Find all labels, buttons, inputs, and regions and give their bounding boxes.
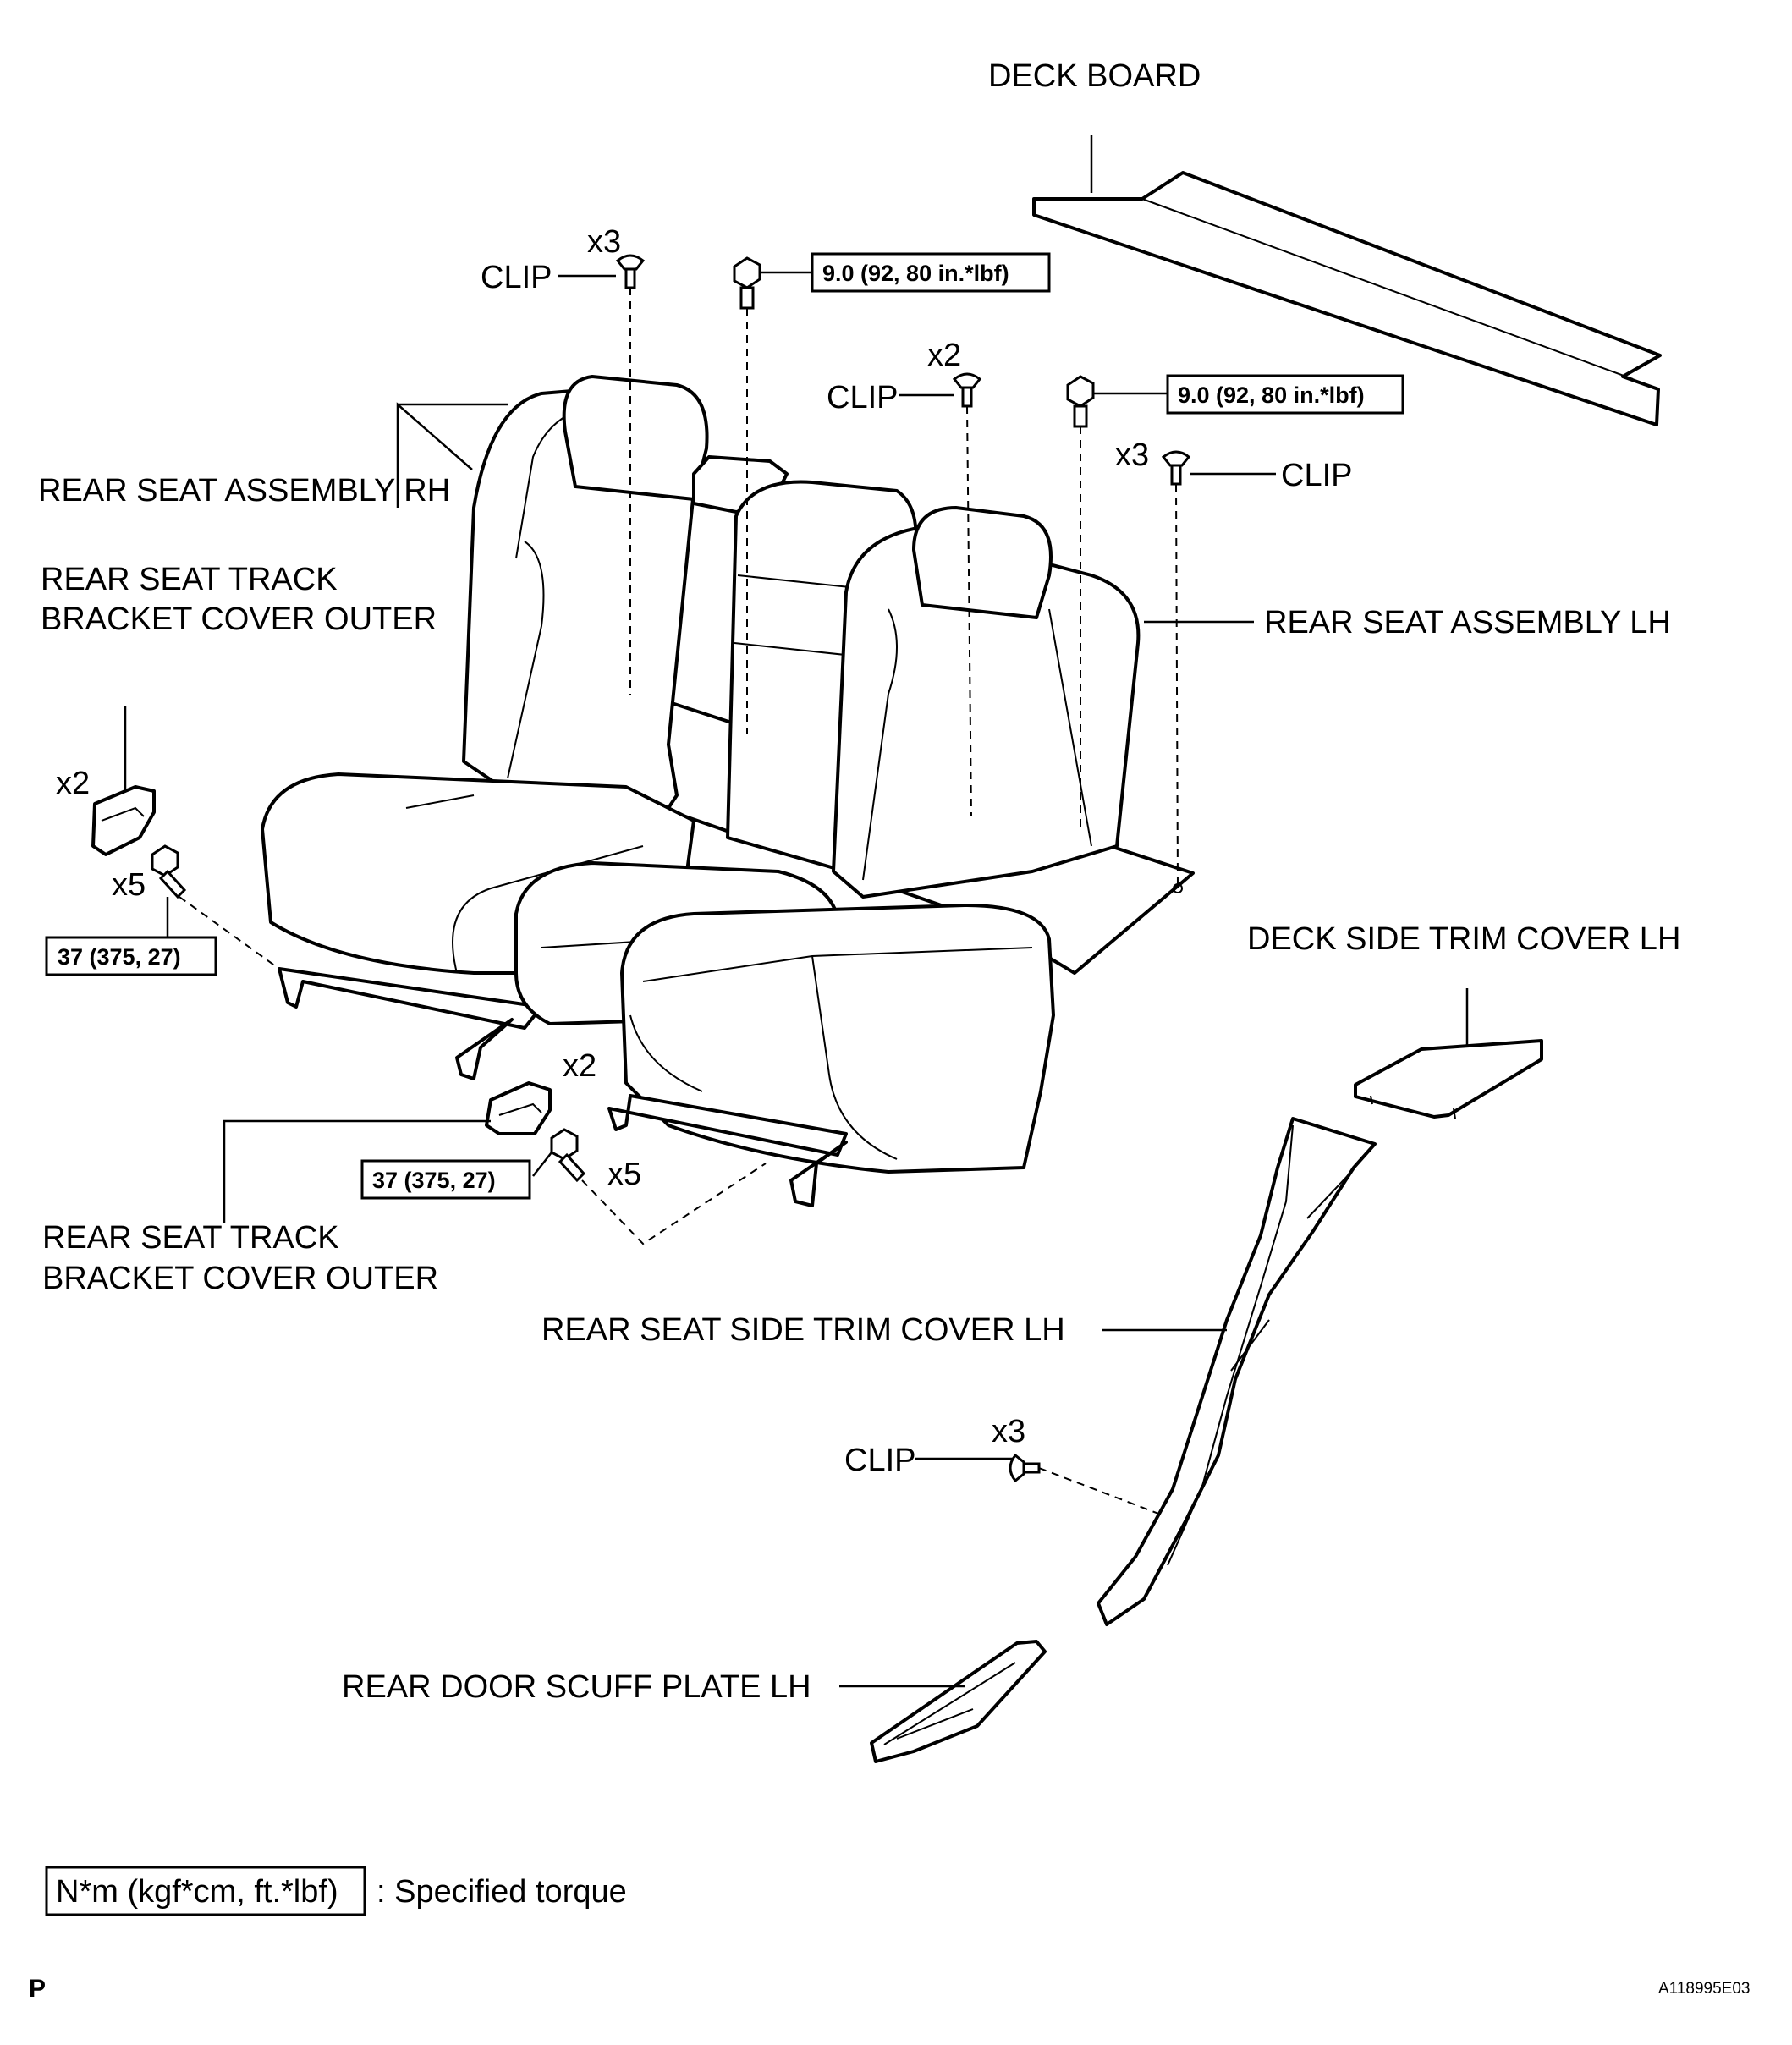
bolt-upper-1-icon xyxy=(733,256,761,310)
label-clip-3-count: x3 xyxy=(1115,437,1149,473)
page-mark: P xyxy=(29,1975,46,2003)
label-track-cover-1-line2: BRACKET COVER OUTER xyxy=(41,602,437,637)
label-deck-side-trim: DECK SIDE TRIM COVER LH xyxy=(1247,921,1680,957)
label-rear-seat-side-trim: REAR SEAT SIDE TRIM COVER LH xyxy=(541,1312,1065,1348)
label-scuff-plate: REAR DOOR SCUFF PLATE LH xyxy=(342,1669,811,1705)
track-bracket-cover-mid xyxy=(485,1081,552,1135)
label-clip-1: CLIP xyxy=(481,260,552,295)
deck-side-trim-cover-lh xyxy=(1354,988,1543,1119)
figure-id: A118995E03 xyxy=(1658,1980,1750,1998)
legend-unit-text: N*m (kgf*cm, ft.*lbf) xyxy=(56,1874,338,1910)
label-track-cover-1-line1: REAR SEAT TRACK xyxy=(41,562,338,597)
label-bolt-left-count: x5 xyxy=(112,867,146,903)
torque-box-upper-2: 9.0 (92, 80 in.*lbf) xyxy=(1166,374,1404,415)
label-deck-board: DECK BOARD xyxy=(988,58,1201,94)
bolt-upper-2-icon xyxy=(1066,375,1095,428)
label-cover-mid-count: x2 xyxy=(563,1048,596,1084)
legend-description: : Specified torque xyxy=(377,1874,627,1910)
clip-icon-2 xyxy=(952,372,982,408)
rear-seat-side-trim-cover-lh xyxy=(1097,1117,1377,1626)
clip-icon-4 xyxy=(1009,1453,1041,1483)
label-rear-seat-rh: REAR SEAT ASSEMBLY RH xyxy=(38,473,450,509)
rear-seat-assembly-lh xyxy=(607,506,1141,1207)
torque-lower-mid-text: 37 (375, 27) xyxy=(372,1168,496,1193)
torque-box-lower-mid: 37 (375, 27) xyxy=(360,1159,531,1200)
label-rear-seat-lh: REAR SEAT ASSEMBLY LH xyxy=(1264,605,1671,640)
label-clip-2-count: x2 xyxy=(927,338,961,373)
label-clip-2: CLIP xyxy=(827,380,898,415)
label-clip-4-count: x3 xyxy=(992,1414,1025,1449)
torque-legend: N*m (kgf*cm, ft.*lbf) : Specified torque xyxy=(45,1866,627,1916)
track-bracket-cover-left xyxy=(91,706,156,856)
leader-lines xyxy=(166,271,1276,1688)
torque-box-upper-1: 9.0 (92, 80 in.*lbf) xyxy=(811,252,1051,293)
torque-lower-left-text: 37 (375, 27) xyxy=(58,944,181,970)
deck-board xyxy=(1032,135,1662,426)
rear-door-scuff-plate-lh xyxy=(870,1640,1047,1763)
clip-icon-3 xyxy=(1161,450,1191,486)
bolt-left-icon xyxy=(151,844,187,899)
torque-box-lower-left: 37 (375, 27) xyxy=(45,936,217,976)
label-clip-1-count: x3 xyxy=(587,224,621,260)
label-clip-4: CLIP xyxy=(844,1443,915,1478)
label-cover-left-count: x2 xyxy=(56,766,90,801)
label-clip-3: CLIP xyxy=(1281,458,1352,493)
torque-upper-1-text: 9.0 (92, 80 in.*lbf) xyxy=(822,261,1009,286)
torque-upper-2-text: 9.0 (92, 80 in.*lbf) xyxy=(1178,382,1365,408)
label-track-cover-2-line1: REAR SEAT TRACK xyxy=(42,1220,339,1256)
label-track-cover-2-line2: BRACKET COVER OUTER xyxy=(42,1261,438,1296)
clip-icon-1 xyxy=(615,254,646,289)
label-bolt-mid-count: x5 xyxy=(607,1157,641,1192)
bolt-mid-icon xyxy=(550,1128,586,1183)
